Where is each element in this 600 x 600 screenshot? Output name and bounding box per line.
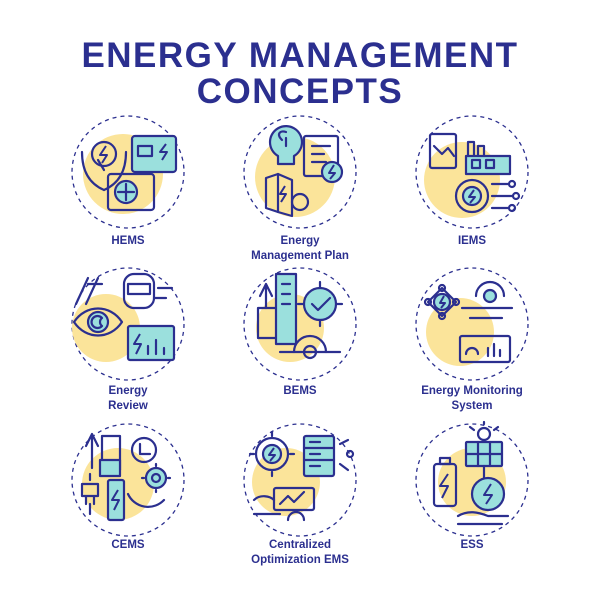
concept-label: BEMS bbox=[283, 385, 317, 397]
eye-meter-icon bbox=[71, 267, 185, 381]
lightbulb-plan-icon bbox=[243, 115, 357, 229]
city-energy-icon bbox=[71, 423, 185, 537]
industrial-energy-icon bbox=[415, 115, 529, 229]
server-optimization-icon bbox=[243, 423, 357, 537]
concept-label: IEMS bbox=[457, 235, 487, 247]
home-energy-icon bbox=[71, 115, 185, 229]
monitoring-network-icon bbox=[415, 267, 529, 381]
battery-solar-icon bbox=[415, 420, 529, 537]
page-title-line2: CONCEPTS bbox=[196, 72, 404, 111]
concept-label: ESS bbox=[460, 539, 484, 551]
concept-label: HEMS bbox=[111, 235, 145, 247]
building-gear-icon bbox=[243, 267, 357, 381]
page-title-line1: ENERGY MANAGEMENT bbox=[81, 36, 519, 75]
concept-label: CEMS bbox=[111, 539, 145, 551]
